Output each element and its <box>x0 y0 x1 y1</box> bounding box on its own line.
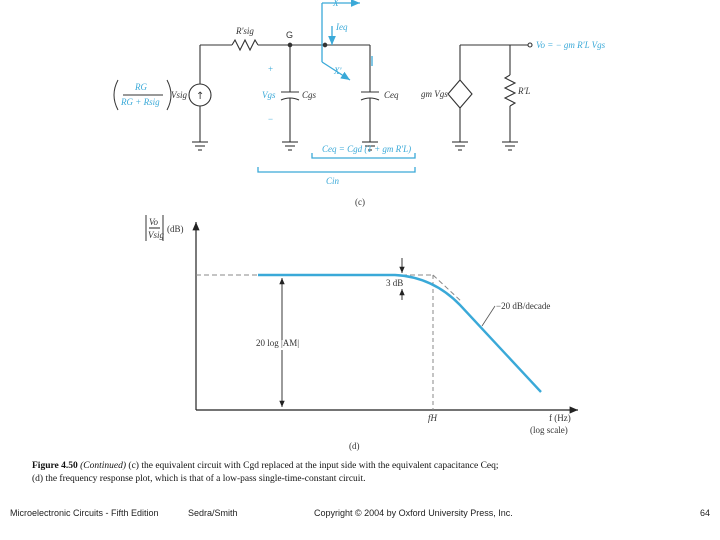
gate-label: G <box>286 30 293 40</box>
ceq-equation: Ceq = Cgd (1 + gm R'L) <box>322 144 411 154</box>
fraction-denominator: RG + Rsig <box>120 97 160 107</box>
ground-symbol <box>282 141 298 151</box>
subfigure-d-label: (d) <box>349 441 360 451</box>
arrow-x-prime <box>321 61 351 81</box>
vo-equation: Vo = − gm R'L Vgs <box>536 40 606 50</box>
footer-book-title: Microelectronic Circuits - Fifth Edition <box>10 508 159 518</box>
asymptote-slope-dashed <box>432 274 463 303</box>
ceq-brace <box>311 153 416 159</box>
x-axis-scale: (log scale) <box>530 425 568 435</box>
x-axis-label: f (Hz) <box>549 413 571 423</box>
subfigure-c-label: (c) <box>355 197 365 207</box>
ylabel-unit: (dB) <box>167 224 184 234</box>
figure-caption: Figure 4.50 (Continued) (c) the equivale… <box>32 460 692 486</box>
ieq-label: Ieq <box>335 22 348 32</box>
cin-brace <box>257 167 416 173</box>
source-arrow-icon: ↑ <box>196 91 204 102</box>
caption-text-d: (d) the frequency response plot, which i… <box>32 474 366 484</box>
level-label: 20 log |AM| <box>256 338 299 348</box>
resistor-rsig <box>231 38 259 52</box>
minus-sign: − <box>268 114 273 124</box>
plus-sign: + <box>268 64 273 74</box>
blue-annotations <box>257 0 416 173</box>
slope-label: −20 dB/decade <box>496 301 550 311</box>
footer-page-number: 64 <box>700 508 711 518</box>
footer-copyright: Copyright © 2004 by Oxford University Pr… <box>314 508 513 518</box>
equivalent-circuit <box>188 38 533 151</box>
magnitude-response-curve <box>258 273 542 393</box>
x-prime-label: X' <box>333 66 342 76</box>
ylabel-numerator: Vo <box>149 217 159 227</box>
vsig-label: Vsig <box>171 90 188 100</box>
source-fraction <box>113 79 172 111</box>
cin-label: Cin <box>326 176 340 186</box>
slope-leader <box>481 305 496 327</box>
resistor-rl <box>503 74 517 107</box>
caption-continued: (Continued) <box>80 461 127 471</box>
node-x <box>322 42 328 48</box>
gm-vgs-label: gm Vgs <box>421 89 448 99</box>
cgs-label: Cgs <box>302 90 317 100</box>
footer-authors: Sedra/Smith <box>188 508 238 518</box>
three-db-label: 3 dB <box>386 278 403 288</box>
dependent-current-source <box>447 79 473 109</box>
output-terminal <box>527 42 533 48</box>
vgs-label: Vgs <box>262 90 276 100</box>
ground-symbol <box>192 141 208 151</box>
caption-figure-number: Figure 4.50 <box>32 461 78 471</box>
caption-line-1: Figure 4.50 (Continued) (c) the equivale… <box>32 460 692 473</box>
ground-symbol <box>502 141 518 151</box>
rsig-label: R'sig <box>235 26 254 36</box>
ceq-label: Ceq <box>384 90 399 100</box>
x-top-label: X <box>332 0 339 8</box>
fh-label: fH <box>428 413 438 423</box>
response-plot <box>145 215 578 414</box>
ground-symbol <box>452 141 468 151</box>
ground-symbol <box>362 141 378 151</box>
fraction-numerator: RG <box>134 82 147 92</box>
ylabel-bars <box>145 215 164 241</box>
caption-text-c: (c) the equivalent circuit with Cgd repl… <box>128 461 499 471</box>
rl-label: R'L <box>517 86 530 96</box>
ylabel-denominator: Vsig <box>148 230 165 240</box>
